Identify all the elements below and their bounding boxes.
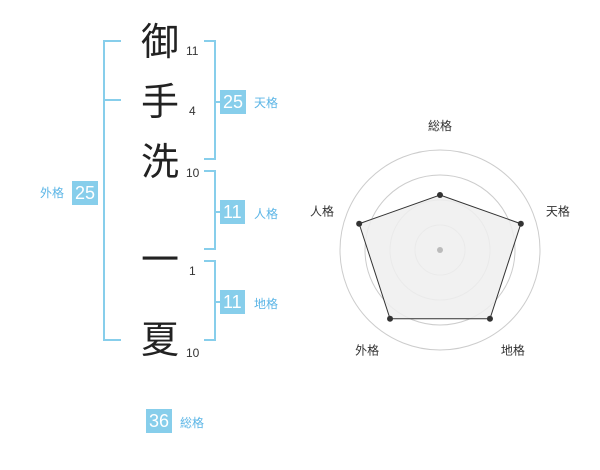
tenkaku-label: 天格 — [254, 96, 279, 110]
radar-point-5 — [356, 220, 363, 227]
radar-point-4 — [387, 315, 394, 322]
radar-ring — [339, 149, 541, 351]
stroke-count-4: 1 — [189, 264, 196, 278]
gaikaku-bracket-tick — [103, 99, 121, 101]
radar-axis-label-gaikaku: 外格 — [355, 342, 379, 357]
radar-axis-label-jinkaku: 人格 — [310, 204, 334, 219]
gaikaku-bracket — [103, 40, 121, 341]
gaikaku-label: 外格 — [40, 186, 65, 200]
stroke-count-3: 10 — [186, 166, 200, 180]
jinkaku-bracket — [204, 170, 216, 250]
jinkaku-label: 人格 — [254, 207, 279, 221]
tenkaku-bracket — [204, 40, 216, 160]
soukaku-label: 総格 — [180, 416, 205, 430]
jinkaku-bracket-tick — [214, 211, 222, 213]
radar-axis-label-chikaku: 地格 — [501, 342, 525, 357]
name-char-2: 手 — [140, 80, 179, 124]
radar-ring — [364, 174, 516, 326]
tenkaku-badge: 25 — [220, 90, 247, 114]
radar-axis-label-tenkaku: 天格 — [546, 204, 570, 219]
chikaku-badge: 11 — [220, 290, 245, 314]
radar-points — [356, 192, 524, 322]
name-char-5: 夏 — [140, 318, 179, 362]
radar-point-2 — [517, 220, 524, 227]
radar-point-1 — [437, 192, 443, 198]
tenkaku-bracket-tick — [214, 101, 222, 103]
radar-point-3 — [486, 315, 493, 322]
stroke-count-1: 11 — [186, 44, 199, 58]
radar-axis-label-soukaku: 総格 — [428, 118, 452, 133]
name-char-4: 一 — [140, 238, 179, 282]
name-char-1: 御 — [140, 20, 179, 64]
jinkaku-badge: 11 — [220, 200, 245, 224]
radar-area — [358, 194, 522, 320]
soukaku-badge: 36 — [146, 409, 173, 433]
gaikaku-badge: 25 — [72, 181, 99, 205]
name-char-3: 洗 — [140, 140, 179, 184]
chikaku-bracket-tick — [214, 301, 222, 303]
chikaku-label: 地格 — [254, 297, 279, 311]
stroke-count-5: 10 — [186, 346, 200, 360]
chikaku-bracket — [204, 260, 216, 341]
stroke-count-2: 4 — [189, 104, 196, 118]
fortune-radar-chart: 総格 天格 地格 外格 人格 — [310, 118, 570, 357]
radar-center-point — [437, 247, 443, 253]
